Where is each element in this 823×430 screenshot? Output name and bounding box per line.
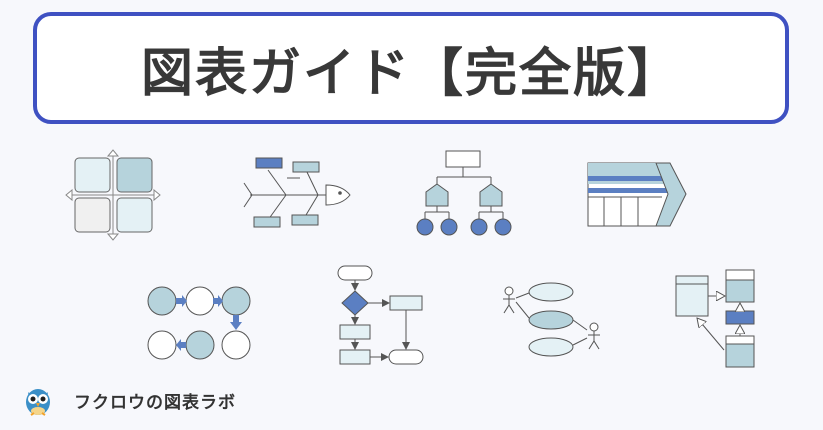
flowchart-diagram <box>337 265 424 365</box>
chevron-process-diagram <box>587 162 687 227</box>
page-title: 図表ガイド【完全版】 <box>140 43 681 104</box>
fishbone-diagram <box>243 157 351 228</box>
owl-icon <box>26 389 50 416</box>
use-case-diagram <box>503 282 600 357</box>
matrix-2x2-diagram <box>65 149 161 241</box>
title-banner: 図表ガイド【完全版】 <box>33 12 789 124</box>
cycle-process-diagram <box>147 286 251 360</box>
brand-footer: フクロウの図表ラボ <box>20 380 236 420</box>
tree-diagram <box>416 150 512 236</box>
brand-name: フクロウの図表ラボ <box>74 392 236 413</box>
class-diagram <box>675 269 755 368</box>
